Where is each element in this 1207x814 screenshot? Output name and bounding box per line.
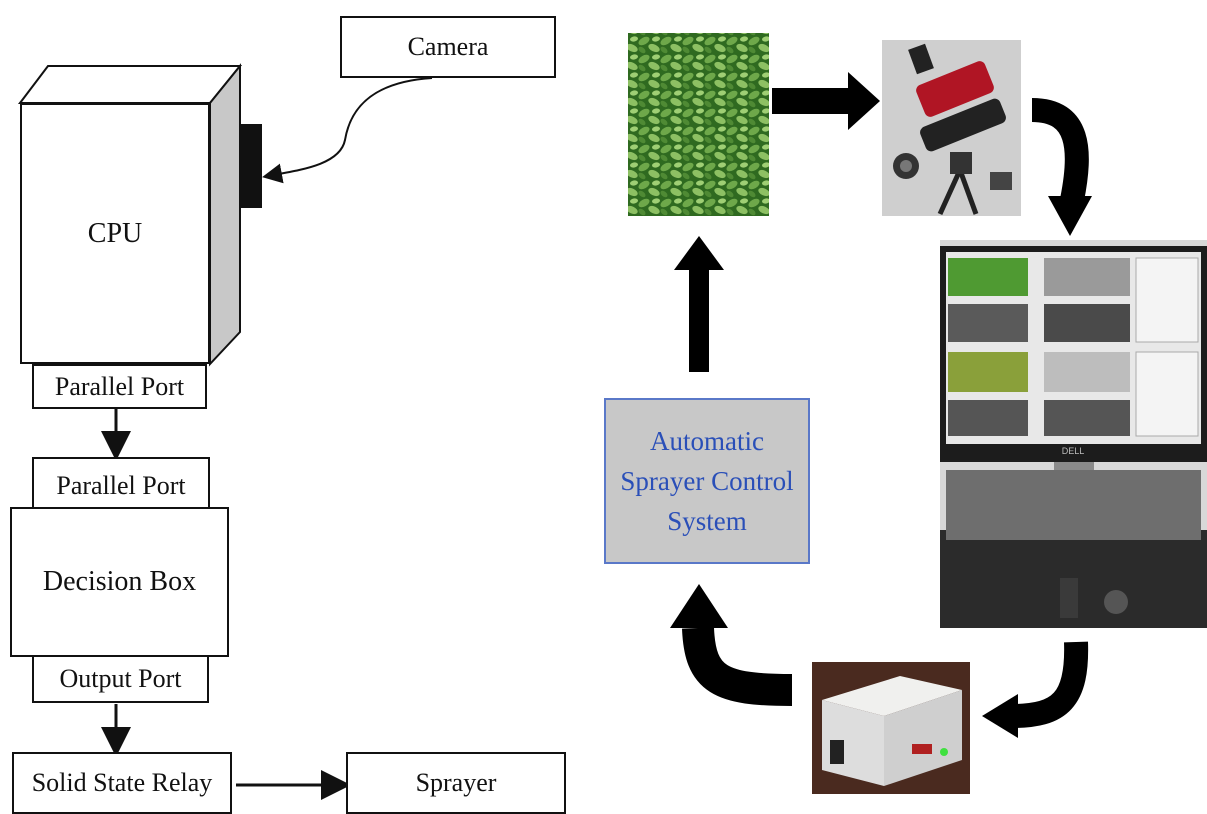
camera-label: Camera bbox=[407, 32, 489, 61]
decision-box-label: Decision Box bbox=[42, 566, 197, 597]
control-system-line1: Automatic bbox=[650, 426, 764, 456]
parallel-port-bottom: Parallel Port bbox=[32, 457, 210, 509]
relay-label: Solid State Relay bbox=[31, 768, 213, 797]
arrow-controller-to-system bbox=[670, 584, 793, 706]
relay-box: Solid State Relay bbox=[12, 752, 232, 814]
controller-box-image bbox=[812, 662, 970, 794]
arrow-computer-to-controller bbox=[982, 641, 1089, 738]
parallel-port-top-label: Parallel Port bbox=[54, 371, 185, 401]
control-system-line3: System bbox=[667, 506, 747, 536]
sprayer-box: Sprayer bbox=[346, 752, 566, 814]
cpu-box-side bbox=[209, 63, 241, 367]
cpu-box-top bbox=[17, 65, 243, 104]
decision-box: Decision Box bbox=[10, 507, 229, 657]
parallel-port-top: Parallel Port bbox=[32, 364, 207, 409]
camera-image bbox=[882, 40, 1021, 216]
cpu-label: CPU bbox=[87, 217, 143, 249]
camera-box: Camera bbox=[340, 16, 556, 78]
output-port-box: Output Port bbox=[32, 655, 209, 703]
arrow-system-to-leaf bbox=[674, 236, 724, 372]
output-port-label: Output Port bbox=[59, 664, 182, 693]
camera-cable-arrow bbox=[262, 77, 433, 184]
computer-image bbox=[940, 240, 1207, 628]
leaf-image bbox=[628, 33, 769, 216]
cpu-box: CPU bbox=[20, 103, 210, 364]
parallel-port-bottom-label: Parallel Port bbox=[56, 471, 186, 500]
control-system-line2: Sprayer Control bbox=[620, 466, 794, 496]
arrow-leaf-to-camera bbox=[772, 72, 880, 130]
arrow-camera-to-computer bbox=[1031, 98, 1092, 236]
sprayer-label: Sprayer bbox=[415, 768, 497, 797]
monitor-brand: DELL bbox=[1061, 446, 1085, 456]
cpu-camera-port bbox=[240, 124, 262, 208]
control-system-box: Automatic Sprayer Control System bbox=[604, 398, 810, 564]
